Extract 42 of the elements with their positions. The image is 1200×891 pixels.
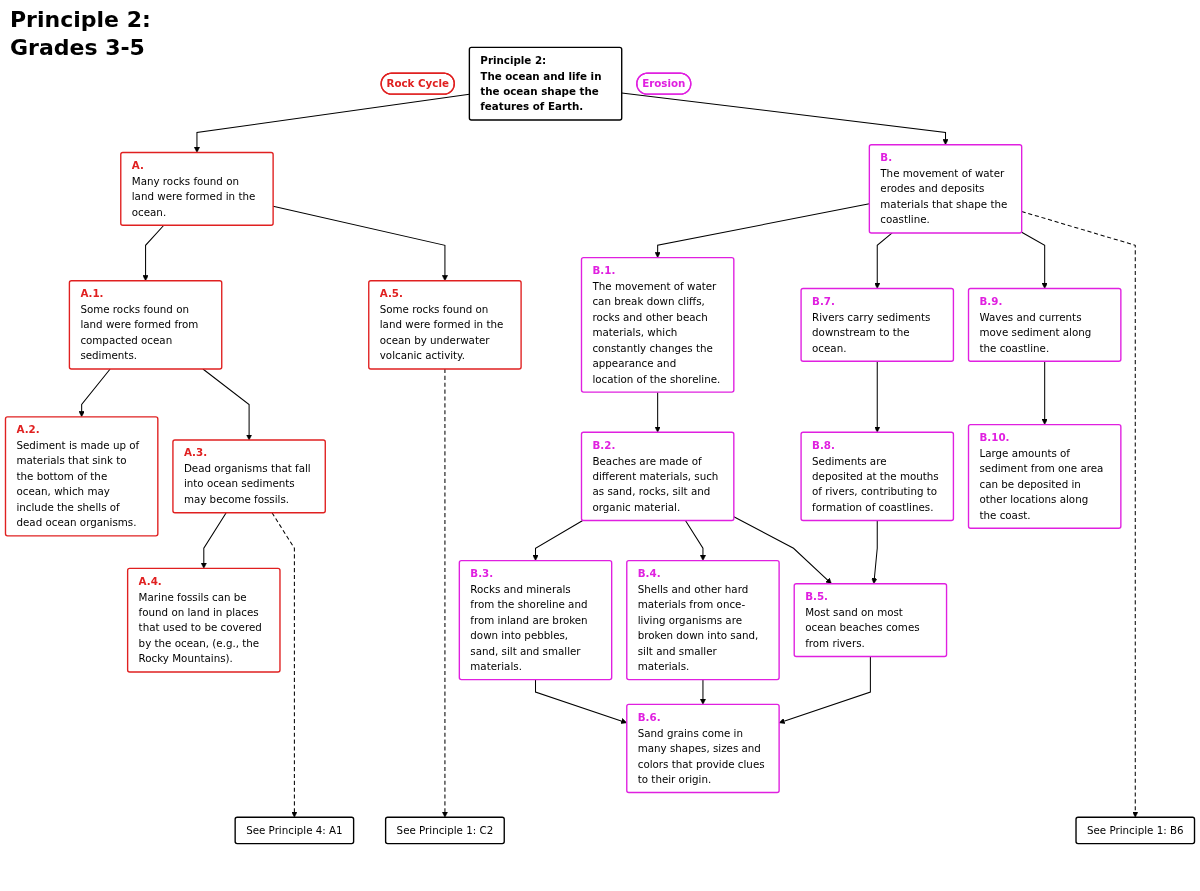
- node-box: B.6. Sand grains come in many shapes, sizes and colors that provide clues to their origin.: [626, 703, 780, 794]
- arrow: [654, 391, 661, 433]
- arrow: [733, 516, 832, 585]
- node-box: See Principle 4: A1: [234, 816, 355, 845]
- node-box: B.7. Rivers carry sediments downstream to the ocean.: [800, 287, 955, 362]
- arrow: [871, 519, 878, 585]
- node-box: A. Many rocks found on land were formed in the ocean.: [120, 151, 274, 226]
- node-box: B.3. Rocks and minerals from the shoreline and from inland are broken down into pebbles, sand, silt and smaller materials.: [458, 559, 613, 681]
- node-box: See Principle 1: C2: [384, 816, 505, 845]
- arrow: [193, 93, 470, 153]
- arrow: [271, 512, 298, 818]
- node-box: B.10. Large amounts of sediment from one area can be deposited in other locations along the coast.: [967, 423, 1122, 529]
- node-box: B.5. Most sand on most ocean beaches comes from rivers.: [793, 583, 948, 658]
- arrow: [200, 512, 227, 569]
- diagram-title: Principle 2: Grades 3-5: [10, 6, 152, 61]
- arrow: [142, 224, 165, 282]
- arrow: [654, 203, 870, 258]
- arrow: [874, 360, 881, 433]
- node-box: B. The movement of water erodes and deposits materials that shape the coastline.: [868, 144, 1023, 234]
- node-box: B.8. Sediments are deposited at the mouths of rivers, contributing to formation of coastlines.: [800, 431, 955, 522]
- arrow: [532, 519, 584, 561]
- node-box: B.2. Beaches are made of different materials, such as sand, rocks, silt and organic material.: [580, 431, 735, 522]
- arrow: [78, 368, 111, 418]
- node-box: A.2. Sediment is made up of materials that sink to the bottom of the ocean, which may include the shells of dead ocean organisms.: [4, 416, 159, 537]
- node-box: Principle 2: The ocean and life in the ocean shape the features of Earth.: [468, 46, 623, 121]
- arrow: [684, 519, 706, 561]
- arrow: [441, 368, 448, 818]
- arrow: [621, 92, 949, 146]
- arrow: [1021, 231, 1048, 289]
- arrow: [699, 679, 706, 705]
- node-box: B.4. Shells and other hard materials from once-living organisms are broken down into sand, silt and smaller materials.: [626, 559, 780, 681]
- node-box: A.1. Some rocks found on land were formed from compacted ocean sediments.: [68, 280, 223, 370]
- node-box: A.5. Some rocks found on land were formed in the ocean by underwater volcanic activity.: [368, 280, 522, 370]
- node-box: See Principle 1: B6: [1075, 816, 1196, 845]
- node-box: A.3. Dead organisms that fall into ocean sediments may become fossils.: [172, 439, 326, 514]
- arrow: [1041, 360, 1048, 425]
- node-box: B.1. The movement of water can break down cliffs, rocks and other beach materials, which constantly changes the appearance and location of the shoreline.: [580, 256, 735, 393]
- arrow: [1021, 211, 1139, 818]
- node-box: B.9. Waves and currents move sediment along the coastline.: [967, 287, 1122, 362]
- node-box: A.4. Marine fossils can be found on land in places that used to be covered by the ocean, (e.g., the Rocky Mountains).: [126, 567, 281, 673]
- arrow: [202, 368, 253, 441]
- arrow: [874, 232, 893, 289]
